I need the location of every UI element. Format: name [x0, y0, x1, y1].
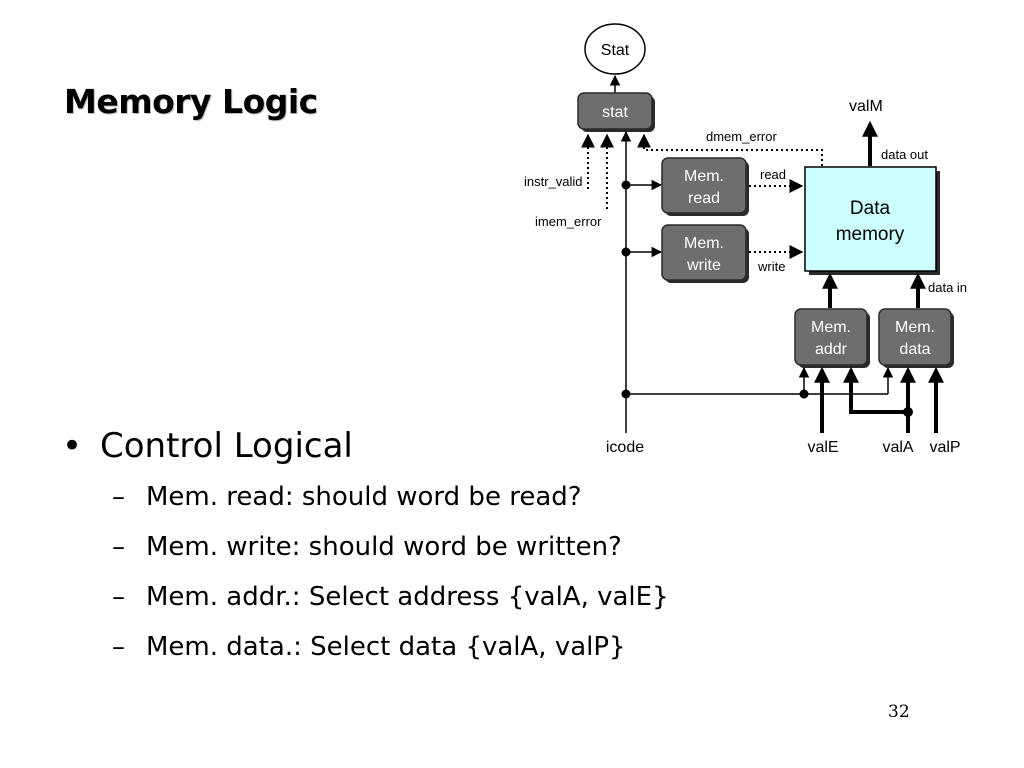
mem-data-label-2: data	[899, 341, 930, 358]
mem-read-label-2: read	[688, 190, 720, 207]
valE-label: valE	[807, 439, 838, 456]
junction-dot	[799, 389, 809, 399]
data-in-label: data in	[928, 280, 967, 295]
mem-write-label-1: Mem.	[684, 235, 724, 252]
stat-block	[577, 92, 653, 130]
bullet-main-text: Control Logical	[100, 426, 353, 466]
junction-dot	[621, 180, 631, 190]
data-out-label: data out	[881, 147, 928, 162]
mem-read-block	[661, 157, 747, 214]
slide-title: Memory Logic	[64, 82, 318, 121]
valA-label: valA	[882, 439, 913, 456]
write-signal-label: write	[757, 259, 785, 274]
junction-dot	[903, 407, 913, 417]
imem-error-label: imem_error	[535, 214, 602, 229]
valM-label: valM	[849, 98, 883, 115]
data-memory-block	[804, 166, 937, 272]
sub-bullet-dash: –	[112, 482, 125, 512]
mem-read-label-1: Mem.	[684, 168, 724, 185]
mem-data-block	[878, 308, 952, 366]
stat-oval	[584, 23, 646, 75]
mem-data-label-1: Mem.	[895, 319, 935, 336]
mem-addr-label-2: addr	[815, 341, 848, 358]
sub-bullet-text: Mem. write: should word be written?	[146, 532, 622, 562]
stat-oval-label: Stat	[601, 42, 630, 59]
stat-block-label: stat	[602, 104, 628, 121]
sub-bullet-dash: –	[112, 582, 125, 612]
valP-label: valP	[929, 439, 960, 456]
icode-label: icode	[606, 439, 644, 456]
instr-valid-label: instr_valid	[524, 174, 583, 189]
data-memory-label-1: Data	[850, 198, 891, 219]
data-memory-label-2: memory	[836, 224, 905, 245]
junction-dot	[621, 389, 631, 399]
bullet-dot: •	[62, 426, 83, 466]
mem-addr-label-1: Mem.	[811, 319, 851, 336]
sub-bullet-text: Mem. data.: Select data {valA, valP}	[146, 632, 626, 662]
mem-write-label-2: write	[686, 257, 721, 274]
mem-write-block	[661, 224, 747, 281]
sub-bullet-dash: –	[112, 632, 125, 662]
mem-addr-block	[794, 308, 868, 366]
dmem-error-label: dmem_error	[706, 129, 777, 144]
junction-dot	[621, 247, 631, 257]
sub-bullet-text: Mem. addr.: Select address {valA, valE}	[146, 582, 669, 612]
page-number: 32	[888, 702, 910, 722]
sub-bullet-dash: –	[112, 532, 125, 562]
sub-bullet-text: Mem. read: should word be read?	[146, 482, 582, 512]
read-signal-label: read	[760, 167, 786, 182]
